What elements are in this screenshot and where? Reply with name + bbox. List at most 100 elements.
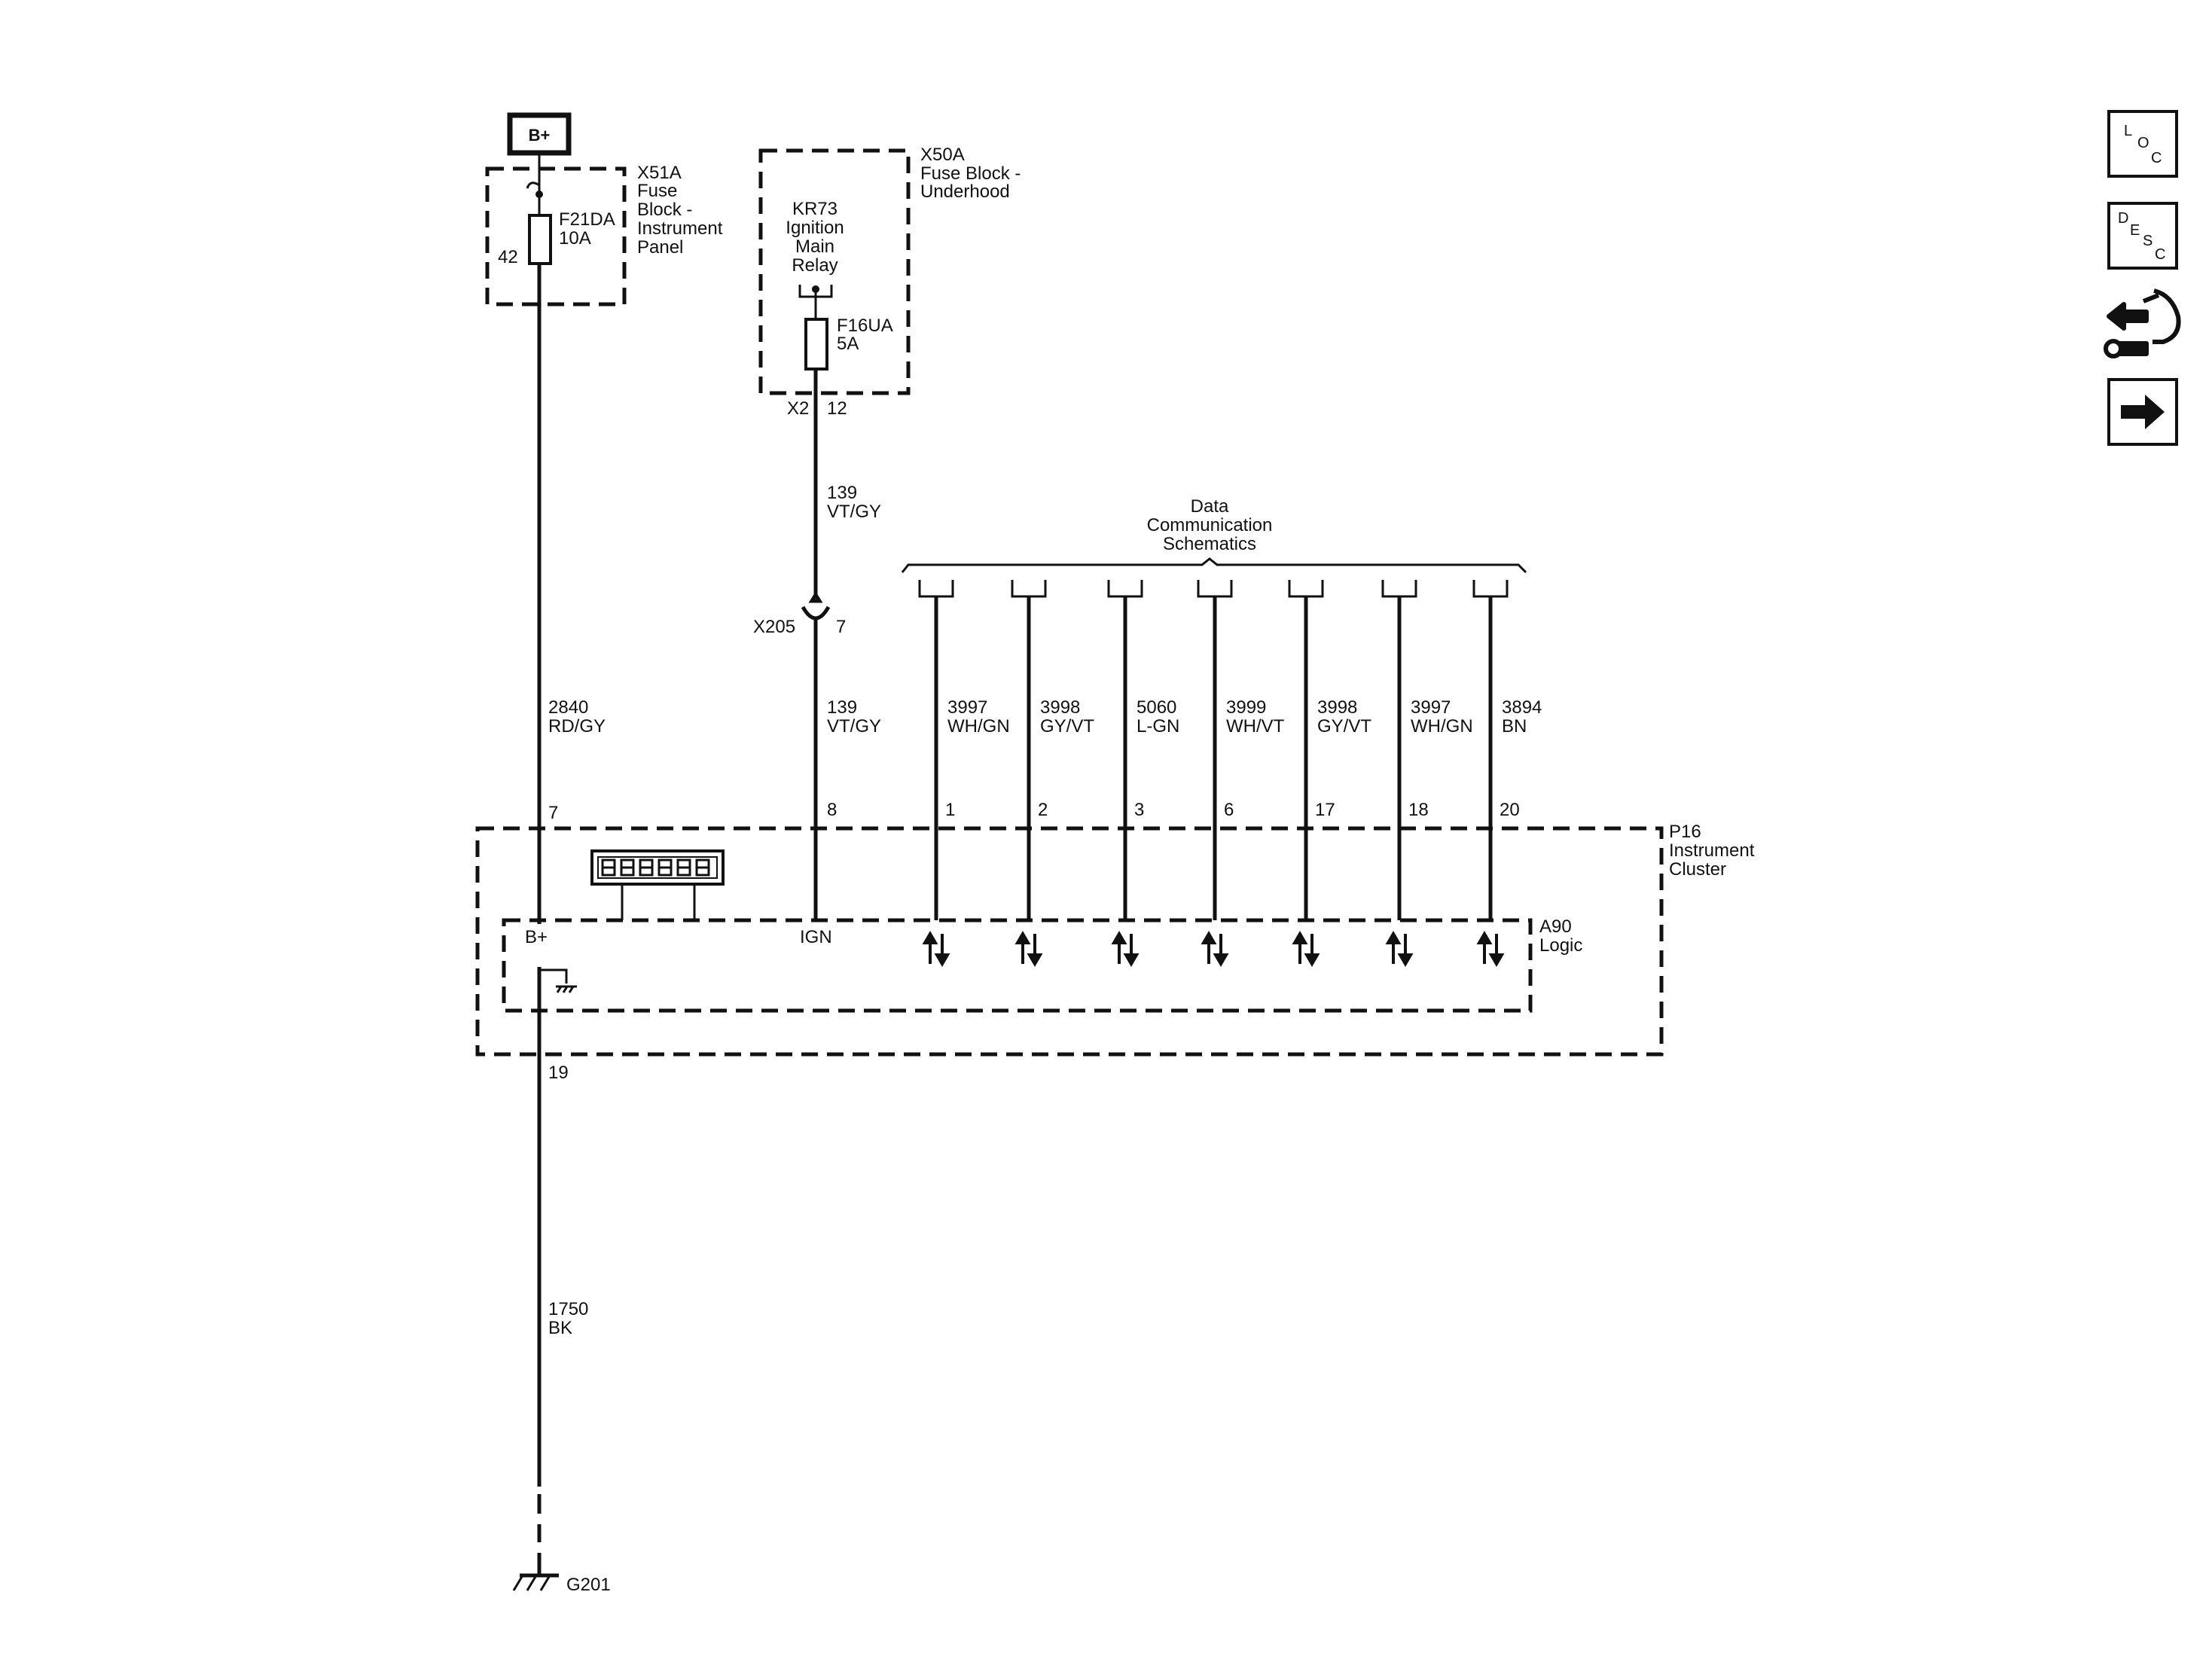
display-module — [590, 849, 725, 920]
data-wire-pin: 1 — [945, 800, 955, 820]
data-wire-connector — [1011, 580, 1047, 598]
x51a-name-line-3: Instrument — [637, 218, 723, 239]
relay-line-2: Ignition — [786, 218, 844, 238]
data-wire-arrow-up — [1111, 931, 1127, 964]
data-wire-arrow-up — [1385, 931, 1402, 964]
logic-bplus-label: B+ — [525, 927, 548, 947]
next-button[interactable] — [2107, 378, 2178, 446]
f21da-id: F21DA — [559, 209, 615, 230]
data-wire-arrow-down — [1488, 934, 1505, 967]
wire-2840-circuit: 2840 — [548, 697, 588, 718]
data-wire-pin: 3 — [1134, 800, 1144, 820]
wire-139-upper: 139 VT/GY — [813, 369, 881, 595]
data-wire-color: WH/GN — [947, 716, 1010, 737]
data-wire-connector — [1381, 580, 1417, 598]
display-digit — [695, 858, 710, 877]
data-wire-pin: 20 — [1500, 800, 1520, 820]
data-comm-line-2: Communication — [1147, 515, 1273, 535]
p16-pin-bplus: 7 — [548, 803, 558, 823]
data-wire-arrow-up — [1014, 931, 1031, 964]
desc-letter-4: C — [2155, 246, 2165, 263]
connector-repair-button[interactable] — [2104, 288, 2181, 358]
f16ua-id: F16UA — [837, 316, 893, 336]
data-wire-arrow-up — [1476, 931, 1493, 964]
fuse-f21da — [528, 214, 552, 265]
data-wire-pin: 18 — [1408, 800, 1429, 820]
logic-module-a90: A90 Logic B+ IGN — [502, 916, 1582, 1013]
connector-repair-icon — [2104, 288, 2181, 358]
data-wire-arrow-down — [934, 934, 950, 967]
relay-line-1: KR73 — [792, 199, 838, 219]
data-wire-arrow-down — [1027, 934, 1043, 967]
x205-id: X205 — [753, 617, 795, 637]
data-wire-color: L-GN — [1137, 716, 1179, 737]
data-wires: 3997WH/GN13998GY/VT25060L-GN33999WH/VT63… — [918, 580, 1542, 967]
wire-139-lower-color: VT/GY — [827, 716, 881, 737]
fuse-f16ua — [804, 318, 828, 371]
display-digit — [620, 858, 635, 877]
wire-2840-color: RD/GY — [548, 716, 606, 737]
display-digit — [639, 858, 654, 877]
description-button[interactable]: D E S C — [2107, 202, 2178, 270]
location-button[interactable]: L O C — [2107, 110, 2178, 178]
wire-139-upper-color: VT/GY — [827, 502, 881, 522]
x50a-name-line-2: Underhood — [920, 181, 1010, 202]
display-digit — [657, 858, 673, 877]
data-comm-line-1: Data — [1191, 496, 1229, 517]
x51a-name-line-2: Block - — [637, 200, 692, 220]
x51a-pin: 42 — [498, 247, 518, 267]
data-wire-color: GY/VT — [1317, 716, 1371, 737]
data-wire-color: WH/GN — [1411, 716, 1473, 737]
relay-line-3: Main — [795, 236, 834, 257]
battery-positive-source: B+ — [507, 112, 572, 156]
f16ua-rating: 5A — [837, 334, 859, 354]
wire-139-upper-circuit: 139 — [827, 483, 857, 503]
wire-139-lower: 139 VT/GY — [813, 618, 881, 920]
data-comm-bracket — [901, 557, 1527, 574]
bplus-source-label: B+ — [529, 126, 551, 145]
a90-line-2: Logic — [1539, 935, 1582, 956]
p16-pin-ign: 8 — [827, 800, 837, 820]
desc-letter-3: S — [2143, 233, 2153, 249]
relay-line-4: Relay — [792, 255, 838, 276]
wire-1750-circuit: 1750 — [548, 1299, 588, 1319]
arrow-right-icon — [2121, 395, 2165, 429]
x50a-pin: 12 — [827, 398, 847, 419]
data-wire-arrow-down — [1213, 934, 1229, 967]
data-wire-connector — [918, 580, 954, 598]
data-wire-arrow-down — [1397, 934, 1414, 967]
data-wire-connector — [1197, 580, 1233, 598]
loc-letter-2: O — [2137, 135, 2149, 151]
f21da-rating: 10A — [559, 228, 591, 249]
x51a-name-line-4: Panel — [637, 237, 683, 258]
display-digit — [601, 858, 616, 877]
a90-line-1: A90 — [1539, 916, 1572, 937]
p16-name-line-1: P16 — [1669, 822, 1701, 842]
data-wire-color: WH/VT — [1226, 716, 1285, 737]
data-wire-color: GY/VT — [1040, 716, 1094, 737]
data-wire-arrow-up — [922, 931, 938, 964]
wire-1750: 1750 BK — [537, 967, 588, 1574]
instrument-cluster-p16: P16 Instrument Cluster 7 8 19 A90 Logic … — [475, 800, 1755, 1083]
data-wire-circuit: 3997 — [947, 697, 987, 718]
p16-pin-ground: 19 — [548, 1063, 569, 1083]
data-communication-group: Data Communication Schematics — [901, 496, 1527, 574]
x51a-id: X51A — [637, 163, 682, 183]
data-wire-circuit: 3999 — [1226, 697, 1266, 718]
fuse-block-underhood: KR73 Ignition Main Relay F16UA 5A X50A F… — [758, 145, 1021, 419]
data-wire-circuit: 3998 — [1040, 697, 1080, 718]
data-wire-arrow-down — [1123, 934, 1140, 967]
data-comm-line-3: Schematics — [1163, 534, 1256, 554]
fuse-block-instrument-panel: 42 F21DA 10A X51A Fuse Block - Instrumen… — [485, 153, 723, 306]
wire-1750-color: BK — [548, 1318, 572, 1338]
x51a-name-line-1: Fuse — [637, 181, 677, 201]
data-wire-arrow-down — [1304, 934, 1320, 967]
data-wire-pin: 17 — [1315, 800, 1335, 820]
p16-name-line-3: Cluster — [1669, 859, 1726, 880]
